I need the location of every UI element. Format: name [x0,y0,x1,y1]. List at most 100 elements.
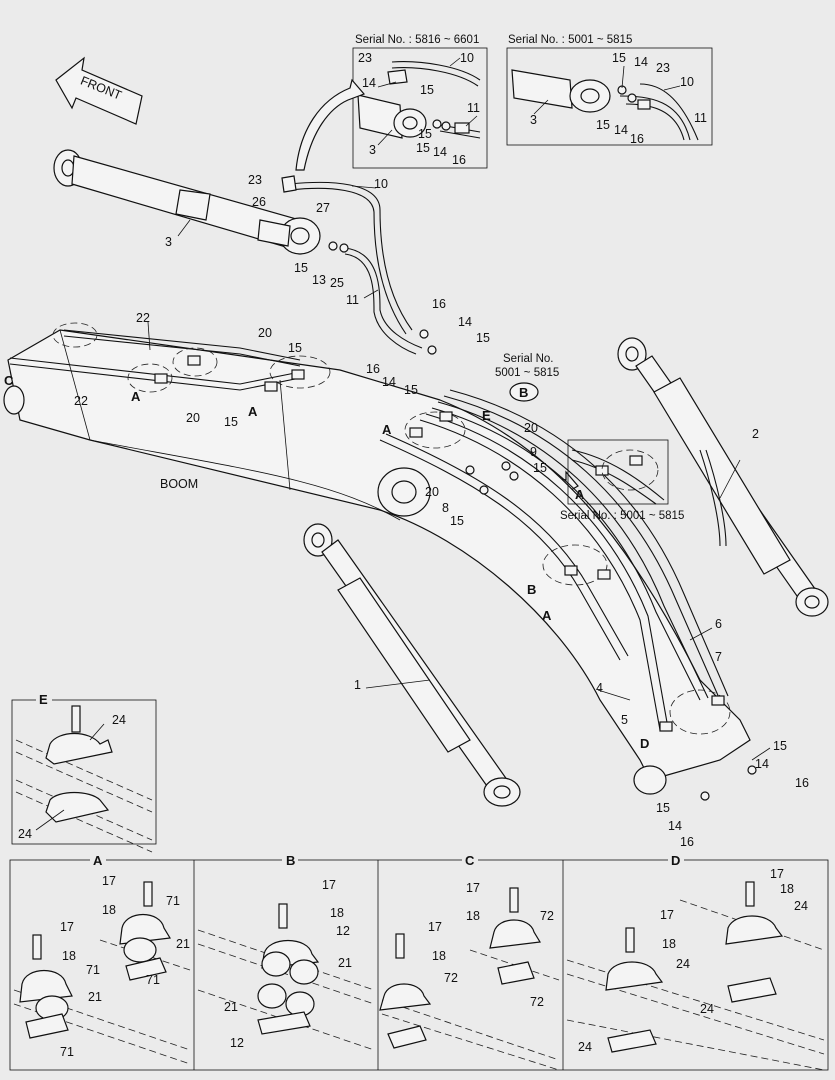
callout-number: 72 [444,971,458,985]
callout-number: 17 [428,920,442,934]
callout-number: 27 [316,201,330,215]
callout-number: 16 [366,362,380,376]
detail-c-title: C [465,853,475,868]
callout-number: 21 [88,990,102,1004]
callout-number: 18 [102,903,116,917]
callout-number: 18 [466,909,480,923]
callout-number: 6 [715,617,722,631]
callout-number: 15 [294,261,308,275]
callout-number: 21 [338,956,352,970]
callout-number: 18 [662,937,676,951]
callout-number: 13 [312,273,326,287]
serial-note-right: Serial No. : 5001 ~ 5815 [560,510,684,522]
callout-number: 14 [382,375,396,389]
view-letter-e: E [482,408,491,423]
callout-number: 21 [224,1000,238,1014]
callout-number: 14 [634,55,648,69]
callout-number: 24 [18,827,32,841]
callout-number: 14 [614,123,628,137]
callout-number: 22 [74,394,88,408]
callout-number: 12 [336,924,350,938]
callout-number: 71 [166,894,180,908]
callout-number: 24 [578,1040,592,1054]
callout-number: 12 [230,1036,244,1050]
callout-number: 11 [346,293,359,307]
callout-number: 16 [432,297,446,311]
callout-number: 17 [770,867,784,881]
boom-body [3,329,751,795]
callout-leaders [35,57,771,831]
callout-number: 16 [680,835,694,849]
callout-number: 24 [794,899,808,913]
view-letter-a-detail: A [575,487,585,502]
inset-pointer-arrow [295,78,366,171]
callout-number: 10 [374,177,388,191]
callout-number: 17 [60,920,74,934]
callout-number: 15 [288,341,302,355]
callout-number: 71 [60,1045,74,1059]
view-b-marker [509,382,539,402]
callout-number: 15 [656,801,670,815]
callout-number: 15 [450,514,464,528]
callout-number: 14 [433,145,447,159]
callout-number: 17 [102,874,116,888]
callout-number: 15 [533,461,547,475]
front-direction-arrow: FRONT [55,56,143,125]
callout-number: 16 [630,132,644,146]
callout-number: 14 [458,315,472,329]
serial-note-top-right: Serial No. : 5001 ~ 5815 [508,34,632,46]
callout-number: 23 [358,51,372,65]
callout-number: 20 [186,411,200,425]
callout-number: 5 [621,713,628,727]
view-letter-d: D [640,736,649,751]
detail-panel-e: E [11,692,157,853]
callout-number: 3 [530,113,537,127]
callout-number: 71 [146,973,160,987]
serial-note-middle-1: Serial No. [503,353,554,365]
detail-box-a-serial: Serial No. : 5001 ~ 5815 [560,439,684,522]
callout-number: 17 [660,908,674,922]
callout-number: 15 [773,739,787,753]
callout-number: 15 [420,83,434,97]
callout-number: 20 [524,421,538,435]
callout-number: 18 [62,949,76,963]
callout-number: 26 [252,195,266,209]
callout-number: 11 [694,111,707,125]
callout-number: 21 [176,937,190,951]
callout-number: 18 [330,906,344,920]
callout-number: 17 [322,878,336,892]
callout-number: 15 [404,383,418,397]
detail-b-title: B [286,853,295,868]
view-letter-b-lower: B [527,582,536,597]
callout-number: 10 [460,51,474,65]
callout-number: 16 [452,153,466,167]
callout-number: 15 [418,127,432,141]
view-letter-c: C [4,373,14,388]
callout-number: 71 [86,963,100,977]
callout-number: 24 [700,1002,714,1016]
boom-label: BOOM [160,477,198,491]
callout-number: 9 [530,445,537,459]
detail-a-title: A [93,853,103,868]
callout-number: 11 [467,101,480,115]
view-b-marker-label: B [519,385,528,400]
callout-number: 7 [715,650,722,664]
callout-number: 24 [112,713,126,727]
callout-number: 14 [668,819,682,833]
callout-number: 15 [596,118,610,132]
callout-number: 20 [425,485,439,499]
callout-number: 14 [755,757,769,771]
callout-number: 8 [442,501,449,515]
detail-strip: A B C D [9,853,829,1071]
callout-number: 18 [432,949,446,963]
callout-number: 15 [476,331,490,345]
callout-number: 17 [466,881,480,895]
callout-number: 72 [540,909,554,923]
callout-number: 23 [656,61,670,75]
view-letter-a-mid: A [248,404,258,419]
boom-cylinder-right [617,337,829,617]
callout-number: 4 [596,681,603,695]
